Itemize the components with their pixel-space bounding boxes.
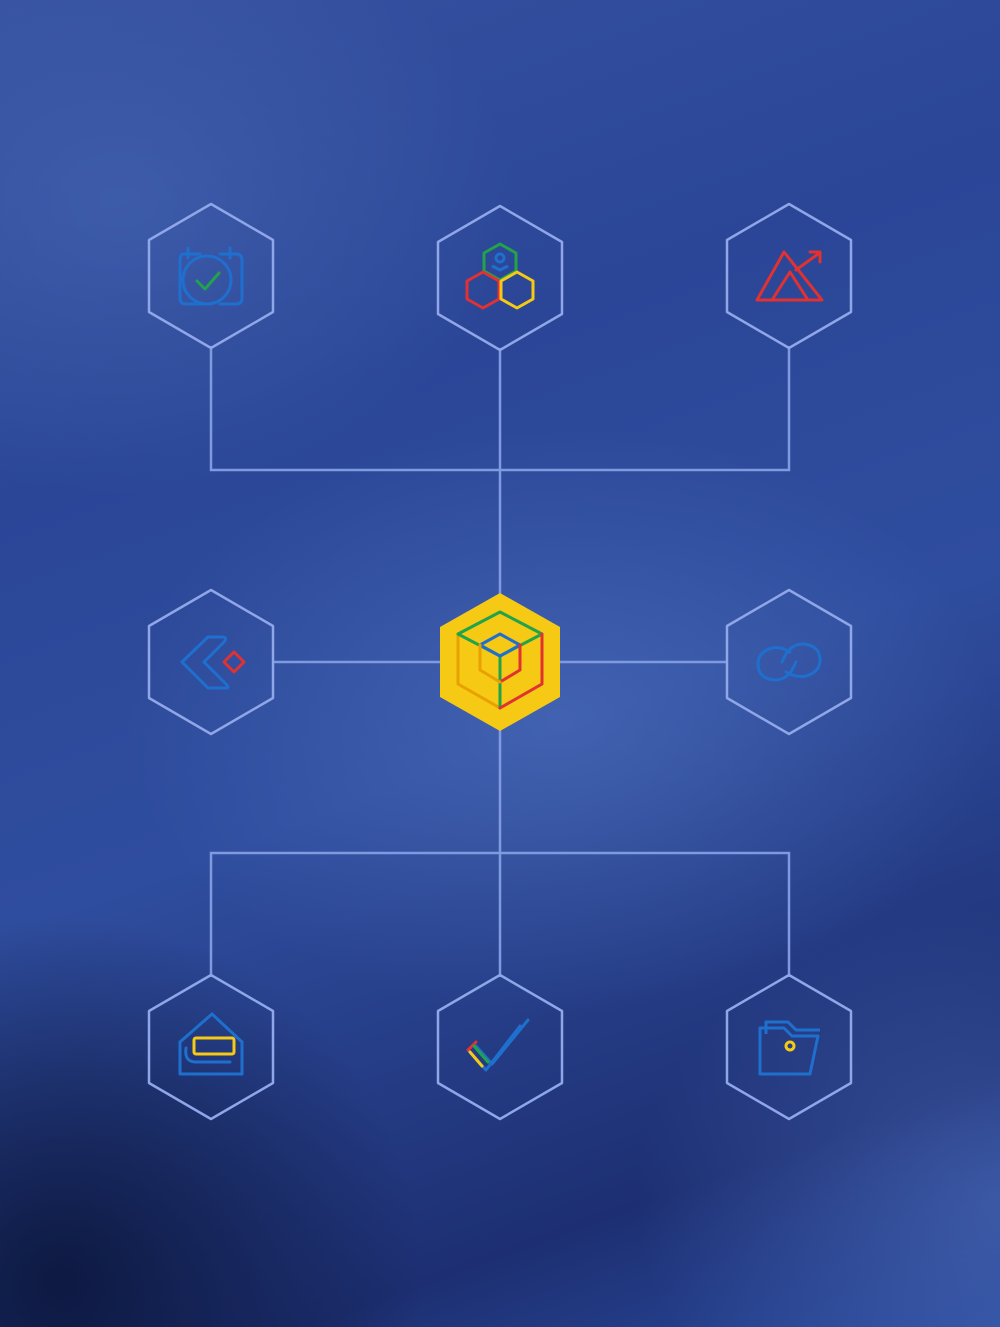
double-check-icon — [466, 1018, 530, 1072]
hexagon-node-bottom-right[interactable] — [725, 973, 853, 1121]
hexagon-node-top-right[interactable] — [725, 202, 853, 350]
mountain-trend-icon — [755, 250, 824, 302]
interlinked-rings-icon — [756, 642, 822, 682]
folder-icon — [758, 1020, 820, 1076]
hexagon-node-top-center[interactable] — [436, 204, 564, 352]
hexagon-node-bottom-left[interactable] — [147, 973, 275, 1121]
connector-bottom-right — [500, 851, 791, 977]
mail-envelope-icon — [178, 1012, 244, 1076]
hexagon-cluster-icon — [465, 242, 535, 310]
connectors — [209, 346, 791, 977]
hexagon-node-mid-left[interactable] — [147, 588, 275, 736]
calendar-check-icon — [178, 246, 244, 306]
hexagon-nodes — [147, 202, 853, 1121]
hexagon-node-bottom-center[interactable] — [436, 973, 564, 1121]
connector-top-left — [209, 346, 500, 472]
diamond-forms-icon — [180, 635, 246, 690]
cube-app-icon — [456, 610, 544, 710]
connector-bottom-left — [209, 851, 500, 977]
hexagon-node-mid-right[interactable] — [725, 588, 853, 736]
hexagon-node-top-left[interactable] — [147, 202, 275, 350]
connector-top-right — [500, 346, 791, 472]
